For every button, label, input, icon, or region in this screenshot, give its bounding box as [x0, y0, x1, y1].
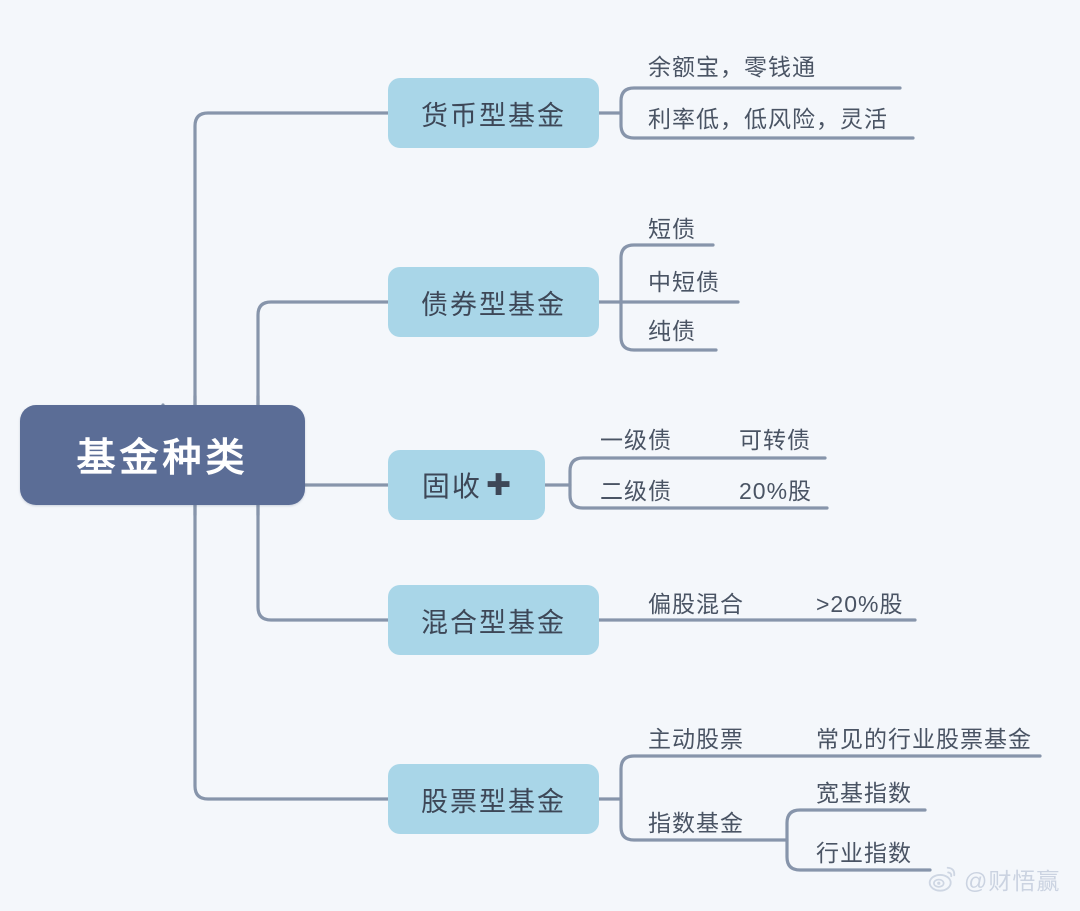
leaf-label-tier1-bond: 一级债	[600, 427, 672, 453]
leaf-label-short-bond: 短债	[648, 216, 696, 242]
branch-node-hybrid-fund[interactable]: 混合型基金	[388, 585, 599, 655]
leaf-label-pure-bond: 纯债	[648, 318, 696, 344]
branch-node-label: 固收	[421, 471, 482, 502]
branch-node-fixed-income-plus[interactable]: 固收 ✚	[388, 450, 545, 520]
leaf-note-20-percent-equity: 20%股	[739, 478, 813, 504]
leaf-label-low-rate-low-risk-flexible: 利率低，低风险，灵活	[648, 106, 888, 132]
watermark-handle: @财悟赢	[964, 868, 1061, 894]
branch-node-label: 债券型基金	[421, 289, 566, 320]
branch-node-label: 混合型基金	[421, 607, 566, 638]
branch-node-label: 货币型基金	[421, 100, 566, 131]
leaf-note-common-sector-equity-funds: 常见的行业股票基金	[816, 726, 1032, 752]
leaf-label-equity-biased-hybrid: 偏股混合	[648, 591, 744, 617]
leaf-note-over-20-percent-equity: >20%股	[816, 591, 904, 617]
root-node[interactable]: 基金种类	[20, 405, 305, 505]
branch-node-monetary-fund[interactable]: 货币型基金	[388, 78, 599, 148]
leaf-label-index-fund: 指数基金	[648, 810, 744, 836]
leaf-label-yuebao-lingqiantong: 余额宝，零钱通	[648, 54, 816, 80]
leaf-label-tier2-bond: 二级债	[600, 478, 672, 504]
leaf-label-sector-index: 行业指数	[816, 840, 912, 866]
leaf-note-convertible-bond: 可转债	[739, 427, 811, 453]
leaf-label-active-equity: 主动股票	[648, 726, 744, 752]
branch-node-label: 股票型基金	[421, 786, 566, 817]
leaf-label-broad-based-index: 宽基指数	[816, 780, 912, 806]
plus-icon: ✚	[485, 468, 512, 502]
root-node-label: 基金种类	[76, 437, 249, 480]
weibo-icon	[928, 864, 958, 894]
watermark: @财悟赢	[928, 862, 1060, 896]
branch-node-bond-fund[interactable]: 债券型基金	[388, 267, 599, 337]
branch-node-equity-fund[interactable]: 股票型基金	[388, 764, 599, 834]
leaf-label-medium-short-bond: 中短债	[648, 269, 720, 295]
